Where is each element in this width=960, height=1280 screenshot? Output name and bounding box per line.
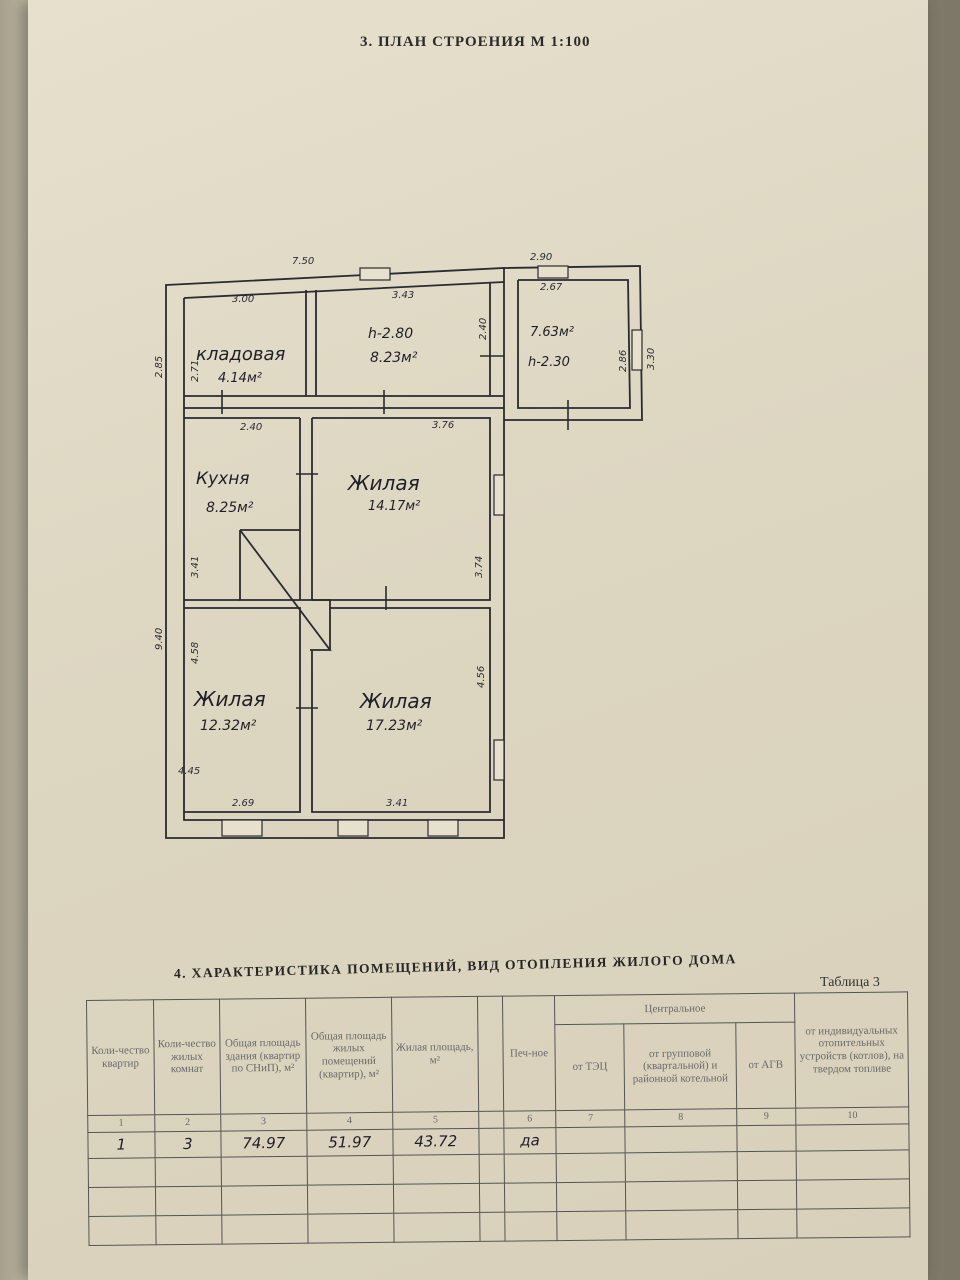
living2-name: Жилая [192,687,266,711]
cell-stove: да [503,1127,557,1155]
annex-wall [503,265,643,421]
upper-right-area: 7.63м² [530,325,574,340]
dim-living2-corner: 4.45 [178,766,200,777]
cell-blank [478,1128,504,1155]
characteristics-table: Коли-чество квартир Коли-чество жилых ко… [86,991,911,1246]
kitchen-area: 8.25м² [206,500,254,516]
dim-left-top: 2.85 [154,356,165,378]
dim-top-total: 7.50 [292,256,314,267]
col-header: Коли-чество жилых комнат [153,999,221,1115]
cell-total-area: 74.97 [220,1130,307,1158]
kitchen-name: Кухня [196,469,250,489]
dim-kitchen-w: 2.40 [240,422,262,433]
cell-rooms: 3 [154,1131,222,1158]
living2-area: 12.32м² [200,718,257,734]
storage-name: кладовая [196,344,286,365]
col-header: от индивидуальных отопительных устройств… [794,991,909,1109]
dim-top-right: 2.90 [530,252,552,263]
col-number: 10 [796,1106,909,1126]
cell-blank [736,1125,797,1152]
dim-storage-w: 3.00 [232,294,254,305]
dim-living2-w: 2.69 [232,798,254,809]
window [493,474,505,516]
col-number: 8 [625,1108,737,1127]
dim-right-h-in: 2.86 [618,350,629,372]
window [537,265,569,279]
dim-kitchen-h: 3.41 [190,556,201,578]
col-header [477,996,504,1112]
col-header: Жилая площадь, м² [391,996,479,1113]
dim-mid-w: 3.43 [392,290,414,301]
partition [312,417,491,601]
partition [299,418,313,600]
dim-left-total: 9.40 [154,628,165,650]
window [221,819,263,837]
upper-right-height: h-2.30 [528,355,570,370]
partition [184,599,301,813]
table-label: Таблица 3 [820,975,880,990]
window [631,329,643,371]
col-header: Общая площадь здания (квартир по СНиП), … [219,998,307,1115]
stair [239,529,332,651]
col-number: 3 [220,1113,307,1132]
living3-name: Жилая [358,689,432,713]
window [359,267,391,281]
window [493,739,505,781]
col-number: 6 [503,1110,557,1129]
col-header-group: Центральное [554,993,796,1025]
cell-apartments: 1 [87,1131,155,1159]
dim-living3-h: 4.56 [476,666,487,688]
dim-mid-h: 2.40 [478,318,489,340]
dim-living3-w: 3.41 [386,798,408,809]
dim-living2-h: 4.58 [190,642,201,664]
living1-area: 14.17м² [368,499,420,514]
document-page [28,0,928,1280]
partition [305,290,317,396]
dim-living1-h: 3.74 [474,556,485,578]
col-number: 9 [736,1108,797,1126]
dim-right-h-out: 3.30 [646,348,657,370]
cell-living-area: 43.72 [392,1128,479,1156]
col-number-blank [478,1111,504,1129]
cell-blank [556,1126,626,1154]
col-header: Печ-ное [502,995,556,1112]
col-number: 1 [87,1114,155,1133]
window [337,819,369,837]
living3-area: 17.23м² [366,718,423,734]
annex-inner [517,279,631,409]
upper-mid-height: h-2.80 [368,326,413,342]
col-number: 4 [306,1112,393,1131]
dim-right-w: 2.67 [540,282,563,293]
partition [311,607,491,813]
inner-wall-line [183,281,505,821]
cell-blank [625,1125,737,1153]
dim-living1-w: 3.76 [432,420,454,431]
cell-blank [796,1123,910,1152]
outer-wall [165,267,505,839]
col-header: от ТЭЦ [555,1023,626,1111]
col-number: 2 [154,1114,221,1132]
upper-mid-area: 8.23м² [370,350,418,366]
col-header: от АГВ [735,1022,797,1109]
plan-heading: 3. ПЛАН СТРОЕНИЯ М 1:100 [360,34,591,50]
col-header: от групповой (квартальной) и районной ко… [624,1022,737,1110]
storage-area: 4.14м² [218,371,262,386]
partition [184,395,504,409]
col-header: Общая площадь жилых помещений (квартир),… [305,997,393,1114]
col-header: Коли-чество квартир [86,999,155,1116]
dim-storage-h: 2.71 [190,360,201,382]
window [427,819,459,837]
col-number: 7 [555,1109,626,1128]
living1-name: Жилая [346,471,420,495]
cell-residential-area: 51.97 [306,1129,394,1157]
col-number: 5 [392,1111,479,1130]
